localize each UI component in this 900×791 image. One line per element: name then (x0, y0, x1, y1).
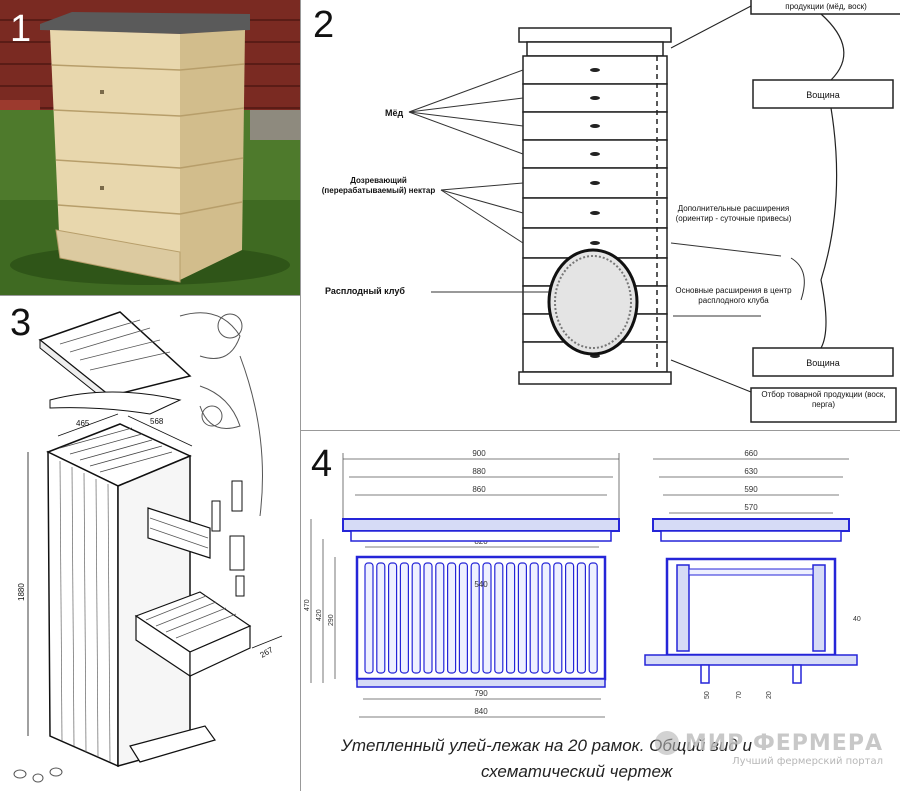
watermark-title: МИР ФЕРМЕРА (684, 731, 883, 756)
dim-front-0: 900 (472, 449, 486, 458)
panel-2-scheme: продукции (мёд, воск) Вощина Вощина Отбо… (300, 0, 900, 430)
dim-front-side-2: 290 (328, 614, 335, 626)
frame (576, 562, 586, 674)
frame (517, 562, 527, 674)
dim-side-0: 660 (744, 449, 758, 458)
dim-front-side-1: 420 (316, 609, 323, 621)
frame (541, 562, 551, 674)
frame (364, 562, 374, 674)
label-nectar: Дозревающий (перерабатываемый) нектар (321, 176, 436, 195)
panel-3-drawing: 465 568 1880 267 3 (0, 295, 300, 791)
frame (387, 562, 398, 674)
panel-number: 4 (311, 443, 333, 485)
frame (553, 562, 563, 674)
dim-side-12: 20 (766, 691, 773, 699)
dim-width: 465 (76, 419, 90, 428)
dim-front-5: 840 (474, 707, 488, 716)
dim-side-11: 70 (736, 691, 743, 699)
frame (470, 562, 480, 674)
label-brood-club: Расплодный клуб (325, 286, 405, 296)
frame (411, 562, 421, 674)
dim-front-1: 880 (472, 467, 486, 476)
dim-depth: 568 (150, 417, 164, 426)
dim-side-1: 630 (744, 467, 758, 476)
frame (423, 562, 433, 674)
box-bottom-label: Отбор товарной продукции (воск, перга) (761, 390, 886, 409)
dim-side-9: 40 (853, 616, 861, 623)
frame (529, 562, 539, 674)
hive-scheme-diagram: продукции (мёд, воск) Вощина Вощина Отбо… (321, 0, 900, 423)
label-honey: Мёд (385, 108, 404, 118)
frame (399, 562, 410, 674)
caption-line-2: схематический чертеж (481, 762, 674, 781)
box-wax-top-label: Вощина (806, 90, 839, 100)
caption-line-1: Утепленный улей-лежак на 20 рамок. Общий… (340, 736, 752, 755)
box-top-label: продукции (мёд, воск) (785, 2, 867, 11)
frame (588, 562, 598, 674)
box-wax-bottom-label: Вощина (806, 358, 839, 368)
dim-height: 1880 (17, 583, 26, 601)
label-extra-expansion: Дополнительные расширения (ориентир - су… (675, 204, 792, 223)
frame (506, 562, 516, 674)
dim-front-side-0: 470 (304, 599, 311, 611)
frame (458, 562, 468, 674)
panel-1-photo: 1 (0, 0, 300, 295)
panel-4-technical: 900 880 860 820 790 840 470 420 290 540 … (300, 430, 900, 791)
dim-front-4: 790 (474, 689, 488, 698)
dim-side-2: 590 (744, 485, 758, 494)
watermark: МИР ФЕРМЕРА Лучший фермерский портал (654, 731, 883, 767)
dim-front-2: 860 (472, 485, 486, 494)
frame (447, 562, 457, 674)
dim-side-10: 50 (704, 691, 711, 699)
frame (494, 562, 504, 674)
panel-number: 3 (10, 302, 32, 344)
panel-number: 1 (10, 8, 32, 50)
dim-front-inner: 540 (474, 580, 488, 589)
watermark-subtitle: Лучший фермерский портал (732, 756, 883, 767)
hive-technical-drawing: 900 880 860 820 790 840 470 420 290 540 … (304, 449, 861, 781)
panel-number: 2 (313, 4, 335, 46)
frame (565, 562, 575, 674)
hive-photo (0, 0, 300, 295)
frame (376, 562, 386, 674)
hive-perspective-drawing: 465 568 1880 267 (13, 311, 283, 783)
watermark-logo-icon (654, 731, 679, 755)
dim-small: 267 (259, 645, 276, 660)
frame (482, 562, 492, 674)
label-main-expansion: Основные расширения в центр расплодного … (675, 286, 792, 305)
dim-side-3: 570 (744, 503, 758, 512)
frame (435, 562, 445, 674)
